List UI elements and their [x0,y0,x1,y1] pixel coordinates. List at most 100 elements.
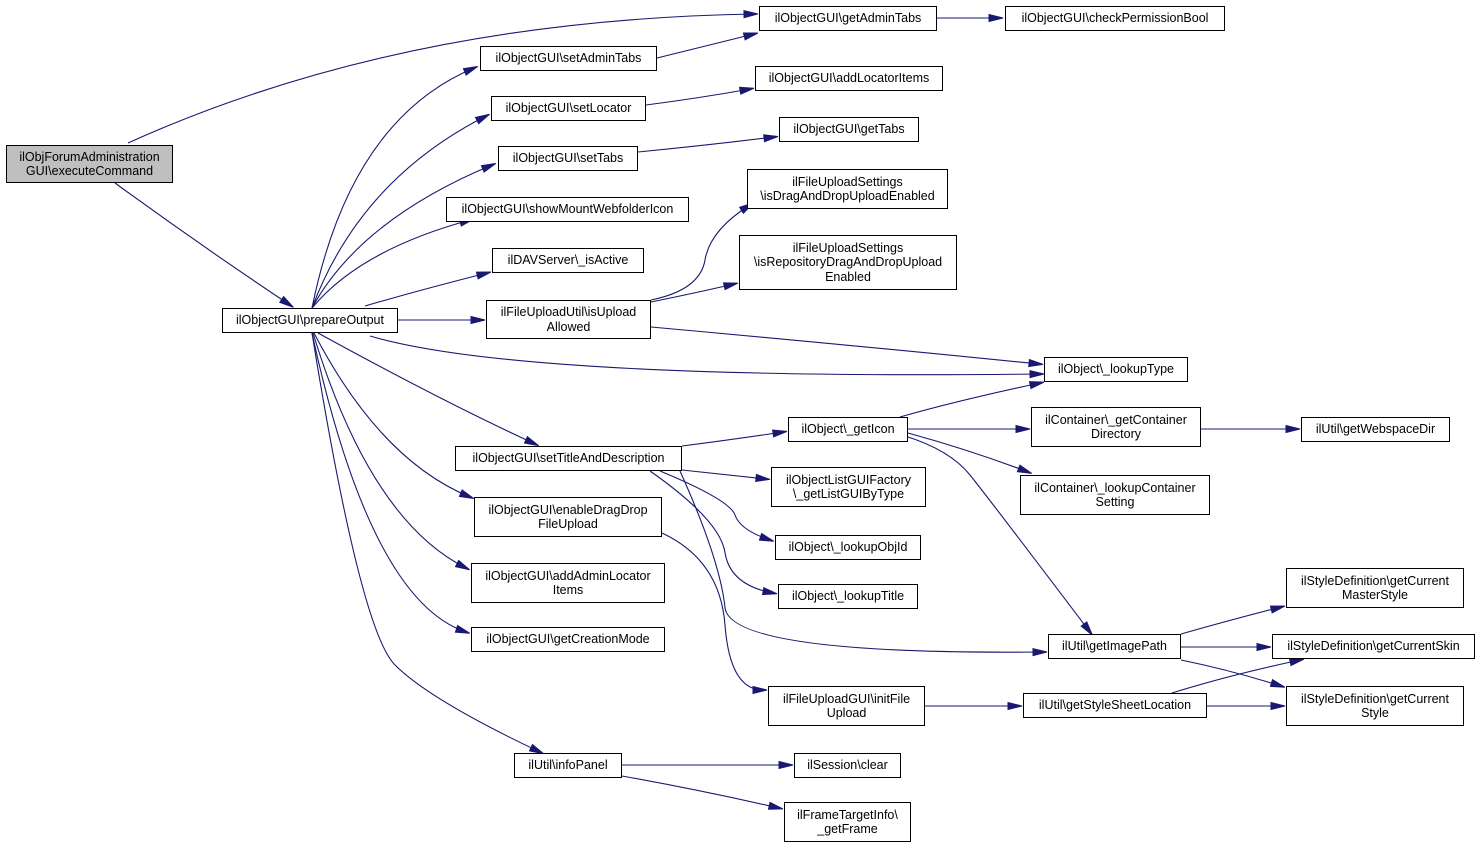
edge-n4-n2 [656,32,759,59]
edge-n1-n5 [311,113,490,309]
node-n18[interactable]: ilObjectGUI\setTitleAndDescription [455,446,682,471]
edge-n1-n11 [364,271,492,307]
node-label: ilStyleDefinition\getCurrent [1301,573,1449,588]
node-label: ilObjectGUI\getTabs [793,122,905,137]
arrowhead [771,429,788,438]
edge-line [650,204,751,301]
node-n19[interactable]: ilObjectListGUIFactory\_getListGUIByType [771,467,926,507]
arrowhead [738,86,755,95]
arrowhead [1285,424,1301,434]
node-n10[interactable]: ilFileUploadSettings\isDragAndDropUpload… [747,169,948,209]
arrowhead [755,473,771,482]
edge-n15-n27 [904,435,1093,636]
node-label: ilFrameTargetInfo\ [797,807,898,822]
node-n2[interactable]: ilObjectGUI\getAdminTabs [759,6,937,31]
arrowhead [1256,642,1272,652]
node-label: ilContainer\_getContainer [1045,412,1187,427]
edge-line [311,332,541,753]
edge-n18-n19 [681,469,771,482]
node-label: ilObjectGUI\setTabs [512,151,624,166]
node-label: ilObjForumAdministration [19,149,160,164]
arrowhead [523,435,539,447]
node-n6[interactable]: ilObjectGUI\addLocatorItems [755,66,943,91]
edge-n0-n1 [114,182,294,308]
edge-line [661,532,764,691]
node-label: ilObject\_getIcon [801,422,895,437]
node-label: ilFileUploadSettings [792,174,903,189]
node-n9[interactable]: ilObjectGUI\showMountWebfolderIcon [446,197,689,222]
edge-n13-n12 [650,282,739,303]
node-label: ilUtil\getImagePath [1062,639,1167,654]
node-n17[interactable]: ilUtil\getWebspaceDir [1301,417,1450,442]
arrowhead [480,162,496,173]
node-label: ilFileUploadUtil\isUpload [500,305,637,319]
node-label: ilObjectGUI\setAdminTabs [495,51,642,66]
node-n5[interactable]: ilObjectGUI\setLocator [491,96,646,121]
node-label: Setting [1095,495,1135,509]
node-label: ilObjectGUI\setLocator [505,101,632,116]
node-n3[interactable]: ilObjectGUI\checkPermissionBool [1005,6,1225,31]
edge-n7-n8 [637,134,779,153]
node-n34[interactable]: ilFrameTargetInfo\_getFrame [784,802,911,842]
node-n14[interactable]: ilObject\_lookupType [1044,357,1188,382]
edge-n1-n21 [313,332,474,500]
arrowhead [752,685,768,695]
node-label: Style [1361,706,1389,720]
node-label: ilObjectGUI\checkPermissionBool [1021,11,1209,26]
node-label: \isDragAndDropUploadEnabled [760,189,935,203]
arrowhead [1016,464,1033,474]
arrowhead [761,587,778,596]
edge-line [904,435,1091,633]
edge-n1-n4 [311,65,478,309]
node-n12[interactable]: ilFileUploadSettings\isRepositoryDragAnd… [739,235,957,290]
node-label: ilObject\_lookupObjId [788,540,908,555]
node-label: ilObjectGUI\prepareOutput [236,313,384,328]
edge-n18-n22 [659,470,775,542]
node-label: \_getListGUIByType [792,487,905,501]
edge-line [649,470,774,594]
node-n26[interactable]: ilObjectGUI\getCreationMode [471,627,665,652]
node-label: ilObjectGUI\showMountWebfolderIcon [461,202,674,217]
edge-n13-n14 [650,326,1044,368]
node-label: ilObjectGUI\getCreationMode [486,632,650,647]
node-n1[interactable]: ilObjectGUI\prepareOutput [222,308,398,333]
edge-line [317,332,536,445]
node-n33[interactable]: ilSession\clear [794,753,901,778]
node-n25[interactable]: ilObject\_lookupTitle [778,584,918,609]
node-n15[interactable]: ilObject\_getIcon [788,417,908,442]
edge-n1-n26 [311,332,471,634]
node-n7[interactable]: ilObjectGUI\setTabs [498,146,638,171]
arrowhead [475,271,492,280]
arrowhead [1029,369,1045,379]
edge-line [637,136,775,153]
node-n28[interactable]: ilStyleDefinition\getCurrentSkin [1272,634,1475,659]
node-n22[interactable]: ilObject\_lookupObjId [775,535,921,560]
node-n27[interactable]: ilUtil\getImagePath [1048,634,1181,659]
arrowhead [988,13,1004,23]
arrowhead [474,113,490,125]
node-label: ilObjectGUI\getAdminTabs [774,11,922,26]
edge-n5-n6 [645,86,755,106]
node-n32[interactable]: ilUtil\infoPanel [514,753,622,778]
edge-n32-n34 [621,775,784,810]
node-n30[interactable]: ilUtil\getStyleSheetLocation [1023,693,1207,718]
node-n11[interactable]: ilDAVServer\_isActive [492,248,644,273]
arrowhead [722,282,739,291]
node-n8[interactable]: ilObjectGUI\getTabs [779,117,919,142]
edge-n30-n28 [1171,658,1305,694]
arrowhead [1288,658,1305,667]
edge-n27-n31 [1180,659,1286,688]
node-n4[interactable]: ilObjectGUI\setAdminTabs [480,46,657,71]
node-label: ilObject\_lookupTitle [791,589,905,604]
node-label: Allowed [546,319,591,334]
node-label: Directory [1090,427,1141,441]
